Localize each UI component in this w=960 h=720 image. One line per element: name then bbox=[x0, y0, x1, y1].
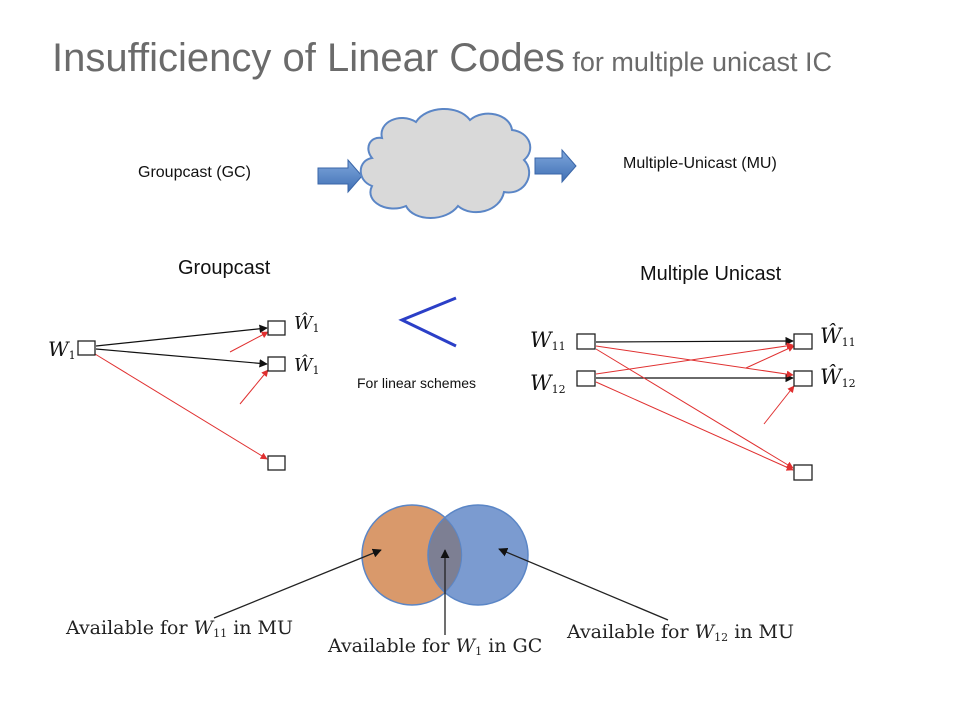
mu-edge-11-11 bbox=[595, 336, 794, 346]
mu-source-label-2: W12 bbox=[530, 371, 566, 396]
multiple-unicast-heading: Multiple Unicast bbox=[640, 263, 782, 285]
mu-receiver-node-2 bbox=[793, 370, 813, 387]
venn-label-mu-w11: Available for W11 in MU bbox=[66, 617, 294, 640]
gc-receiver-label-1: Ŵ1 bbox=[294, 313, 320, 335]
slide-title: Insufficiency of Linear Codes for multip… bbox=[52, 36, 832, 81]
mu-edge-11-12 bbox=[595, 345, 794, 378]
cloud-icon bbox=[359, 107, 532, 219]
venn-label-gc-w1: Available for W1 in GC bbox=[328, 635, 543, 658]
less-than-symbol bbox=[398, 296, 457, 348]
mu-edge-12-3 bbox=[595, 381, 794, 471]
groupcast-gc-label: Groupcast (GC) bbox=[138, 164, 251, 181]
mu-source-node-2 bbox=[576, 370, 596, 387]
mu-receiver-label-2: Ŵ12 bbox=[820, 365, 856, 390]
linear-schemes-caption: For linear schemes bbox=[357, 375, 477, 391]
gc-source-label: W1 bbox=[48, 337, 76, 362]
gc-side-edge-1 bbox=[229, 331, 269, 353]
groupcast-heading: Groupcast bbox=[178, 257, 271, 279]
mu-receiver-node-1 bbox=[793, 333, 813, 350]
mu-source-node-1 bbox=[576, 333, 596, 350]
gc-receiver-node-2 bbox=[267, 356, 286, 372]
venn-label-mu-w12: Available for W12 in MU bbox=[567, 621, 795, 644]
gc-edge-to-r3 bbox=[94, 353, 268, 460]
mu-side-edge-2 bbox=[763, 385, 795, 425]
multiple-unicast-mu-label: Multiple-Unicast (MU) bbox=[623, 155, 777, 172]
gc-receiver-label-2: Ŵ1 bbox=[294, 355, 320, 377]
block-arrow-left bbox=[317, 158, 363, 194]
gc-edge-to-r2 bbox=[95, 348, 268, 368]
block-arrow-right bbox=[534, 148, 577, 184]
gc-edge-to-r1 bbox=[95, 324, 268, 347]
gc-source-node bbox=[77, 340, 96, 356]
title-sub: for multiple unicast IC bbox=[564, 47, 832, 77]
mu-side-edge-1 bbox=[745, 345, 795, 369]
mu-edge-11-3 bbox=[595, 348, 794, 469]
gc-receiver-node-1 bbox=[267, 320, 286, 336]
mu-receiver-label-1: Ŵ11 bbox=[820, 324, 856, 349]
venn-pointer-right bbox=[498, 547, 669, 621]
mu-source-label-1: W11 bbox=[530, 328, 566, 353]
venn-pointer-left bbox=[213, 548, 382, 619]
title-main: Insufficiency of Linear Codes bbox=[52, 36, 565, 80]
gc-side-edge-2 bbox=[239, 369, 269, 405]
mu-receiver-node-3 bbox=[793, 464, 813, 481]
gc-receiver-node-3 bbox=[267, 455, 286, 471]
